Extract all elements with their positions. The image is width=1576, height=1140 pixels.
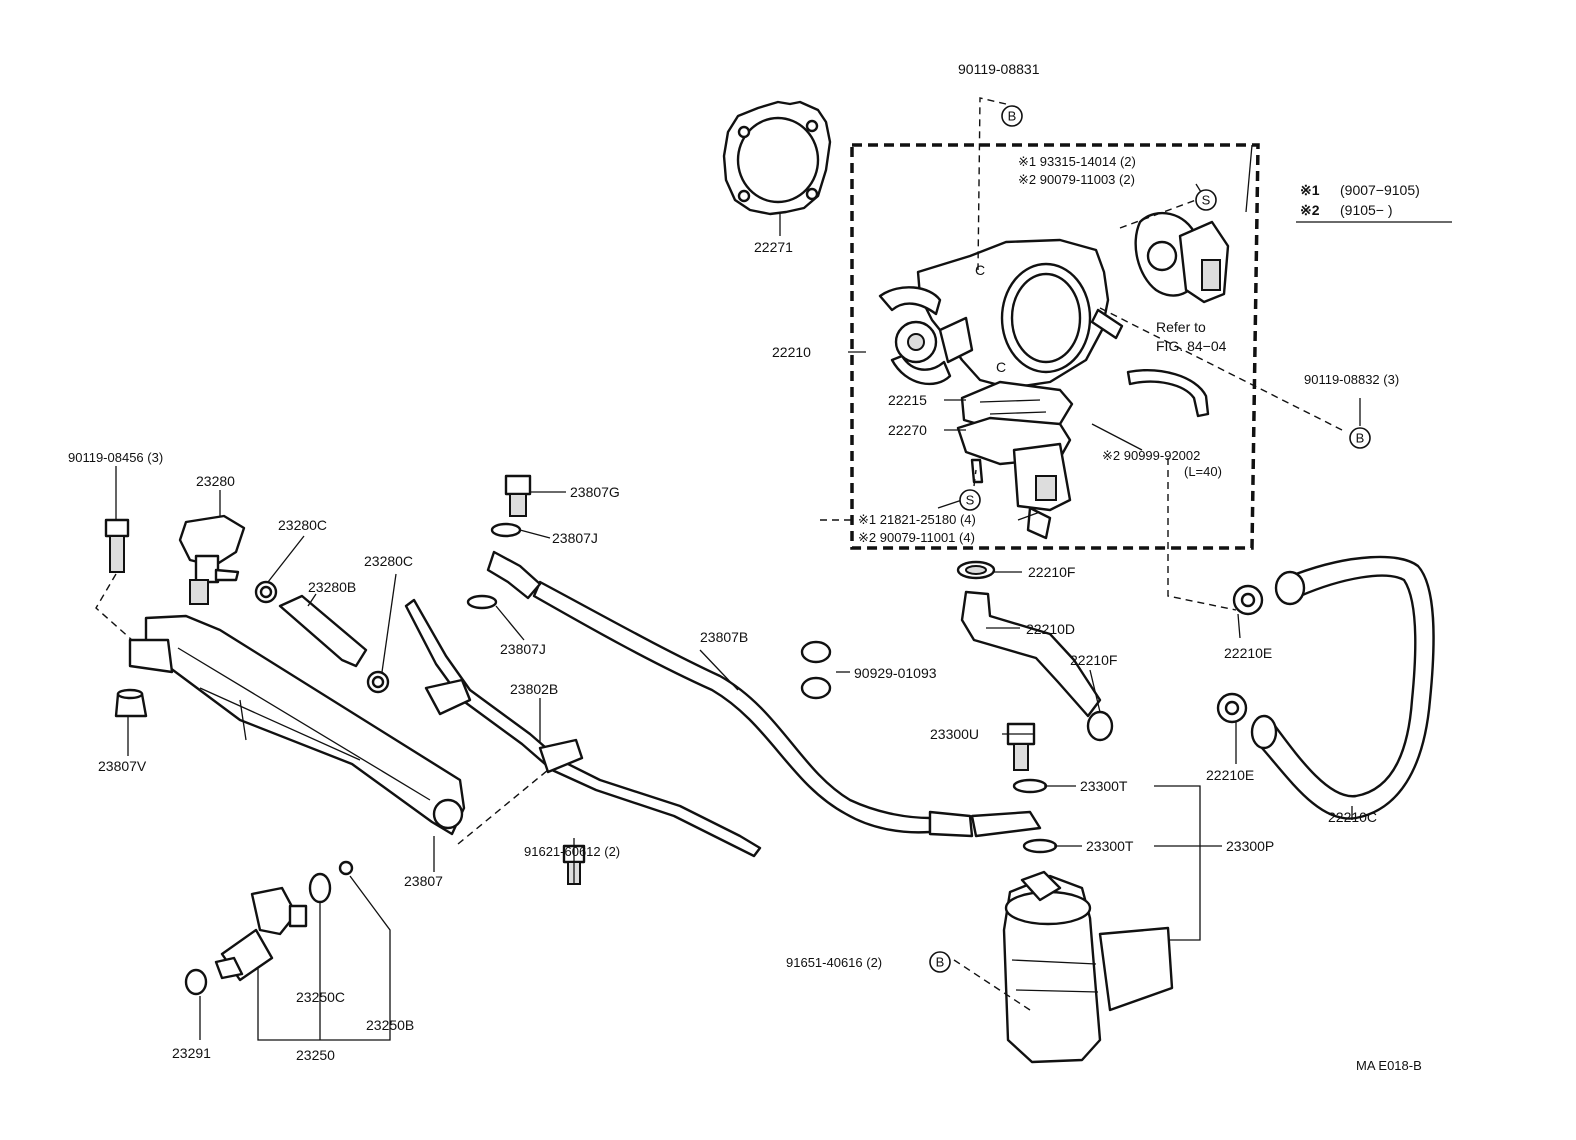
clamp-90929-01093[interactable]: [800, 640, 832, 700]
fuel-filter-23300P[interactable]: [1002, 870, 1174, 1064]
label-22210D[interactable]: 22210D: [1026, 621, 1075, 637]
label-23280C-b[interactable]: 23280C: [364, 553, 413, 569]
label-23807[interactable]: 23807: [404, 873, 443, 889]
label-90119-08832[interactable]: 90119-08832 (3): [1304, 372, 1399, 387]
label-23280B[interactable]: 23280B: [308, 579, 356, 595]
label-23807J-a[interactable]: 23807J: [552, 530, 598, 546]
label-22271[interactable]: 22271: [754, 239, 793, 255]
label-23250C[interactable]: 23250C: [296, 989, 345, 1005]
grommet-23291[interactable]: [184, 968, 208, 996]
label-21821-25180[interactable]: ※1 21821-25180 (4): [858, 512, 976, 527]
gasket-23300T-a[interactable]: [1012, 778, 1048, 794]
label-93315-14014[interactable]: ※1 93315-14014 (2): [1018, 154, 1136, 169]
hose-fitting: [928, 810, 974, 838]
label-90079-11001[interactable]: ※2 90079-11001 (4): [858, 530, 975, 545]
svg-text:C: C: [996, 359, 1006, 375]
label-23250[interactable]: 23250: [296, 1047, 335, 1063]
label-23250B[interactable]: 23250B: [366, 1017, 414, 1033]
svg-text:C: C: [975, 262, 985, 278]
label-fig-84-04[interactable]: FIG. 84−04: [1156, 338, 1227, 354]
fuel-hose-23807B[interactable]: [532, 580, 932, 834]
label-23280[interactable]: 23280: [196, 473, 235, 489]
label-22210F-b[interactable]: 22210F: [1070, 652, 1117, 668]
clamp-22210E-a[interactable]: [1232, 584, 1264, 616]
clamp-23280C-b[interactable]: [366, 670, 390, 694]
label-90079-11003[interactable]: ※2 90079-11003 (2): [1018, 172, 1135, 187]
label-length-40[interactable]: (L=40): [1184, 464, 1222, 479]
label-90119-08456[interactable]: 90119-08456 (3): [68, 450, 163, 465]
circle-marker-b-right: B: [1349, 427, 1371, 449]
circle-marker-s-bottom: S: [959, 489, 981, 511]
clamp-23280C-a[interactable]: [254, 580, 278, 604]
label-23807V[interactable]: 23807V: [98, 758, 147, 774]
label-23291[interactable]: 23291: [172, 1045, 211, 1061]
legend: ※1 (9007−9105) ※2 (9105− ): [1296, 182, 1452, 223]
label-22210E-a[interactable]: 22210E: [1224, 645, 1272, 661]
pressure-regulator-23280[interactable]: [178, 514, 246, 605]
circle-marker-s-top: S: [1195, 189, 1217, 211]
bolt-90119-08456[interactable]: [104, 518, 130, 573]
label-22210C[interactable]: 22210C: [1328, 809, 1377, 825]
throttle-position-sensor[interactable]: [1134, 211, 1230, 304]
gasket-23807J-b[interactable]: [466, 594, 498, 610]
label-23300U[interactable]: 23300U: [930, 726, 979, 742]
svg-text:B: B: [1008, 109, 1017, 124]
legend-mark-1: ※1: [1300, 182, 1320, 198]
label-22210F-a[interactable]: 22210F: [1028, 564, 1075, 580]
throttle-body-assembly-group: C C: [722, 100, 1260, 550]
isc-valve-22270[interactable]: [956, 416, 1072, 540]
clamp-22210F-a[interactable]: [956, 560, 996, 580]
label-refer-to[interactable]: Refer to: [1156, 319, 1206, 335]
label-91651-40616[interactable]: 91651-40616 (2): [786, 955, 882, 970]
label-90999-92002[interactable]: ※2 90999-92002: [1102, 448, 1200, 463]
gasket-22271[interactable]: [722, 100, 832, 216]
throttle-body-22210[interactable]: C C: [878, 238, 1124, 390]
svg-text:B: B: [936, 955, 945, 970]
circle-marker-b-top: B: [1001, 105, 1023, 127]
svg-text:S: S: [966, 493, 975, 508]
gasket-23807J-a[interactable]: [490, 522, 522, 538]
svg-text:B: B: [1356, 431, 1365, 446]
label-22210[interactable]: 22210: [772, 344, 811, 360]
injector-23250[interactable]: [214, 886, 308, 982]
label-22210E-b[interactable]: 22210E: [1206, 767, 1254, 783]
hose-23280B[interactable]: [278, 594, 368, 668]
leader-lines: [115, 144, 1361, 1041]
part-labels: 90119-08831 22271 ※1 93315-14014 (2) ※2 …: [68, 61, 1422, 1073]
hose-90999-92002[interactable]: [1126, 369, 1210, 418]
label-23300P[interactable]: 23300P: [1226, 838, 1274, 854]
label-23280C-a[interactable]: 23280C: [278, 517, 327, 533]
label-90119-08831[interactable]: 90119-08831: [958, 61, 1040, 77]
label-23300T-b[interactable]: 23300T: [1086, 838, 1134, 854]
label-23802B[interactable]: 23802B: [510, 681, 558, 697]
grommet-23807V[interactable]: [114, 688, 148, 718]
figure-code: MA E018-B: [1356, 1058, 1422, 1073]
dashed-connectors: [95, 97, 1347, 1011]
oring-23250C[interactable]: [308, 872, 332, 904]
label-23807G[interactable]: 23807G: [570, 484, 620, 500]
svg-text:S: S: [1202, 193, 1211, 208]
legend-mark-2: ※2: [1300, 202, 1320, 218]
legend-range-2: (9105− ): [1340, 202, 1393, 218]
label-91621-60612[interactable]: 91621-60612 (2): [524, 844, 620, 859]
label-90929-01093[interactable]: 90929-01093: [854, 665, 937, 681]
label-23300T-a[interactable]: 23300T: [1080, 778, 1128, 794]
gasket-23300T-b[interactable]: [1022, 838, 1058, 854]
legend-range-1: (9007−9105): [1340, 182, 1420, 198]
clamp-22210F-b[interactable]: [1086, 710, 1114, 742]
label-23807B[interactable]: 23807B: [700, 629, 748, 645]
clamp-22210E-b[interactable]: [1216, 692, 1248, 724]
label-22215[interactable]: 22215: [888, 392, 927, 408]
oring-23250B[interactable]: [338, 860, 354, 876]
label-23807J-b[interactable]: 23807J: [500, 641, 546, 657]
circle-marker-b-bottom: B: [929, 951, 951, 973]
label-22270[interactable]: 22270: [888, 422, 927, 438]
union-bolt-23300U[interactable]: [1006, 722, 1036, 771]
bolt-23807G[interactable]: [504, 474, 532, 517]
hose-22210D[interactable]: [960, 590, 1102, 718]
fuel-delivery-pipe-23807[interactable]: [128, 614, 466, 836]
